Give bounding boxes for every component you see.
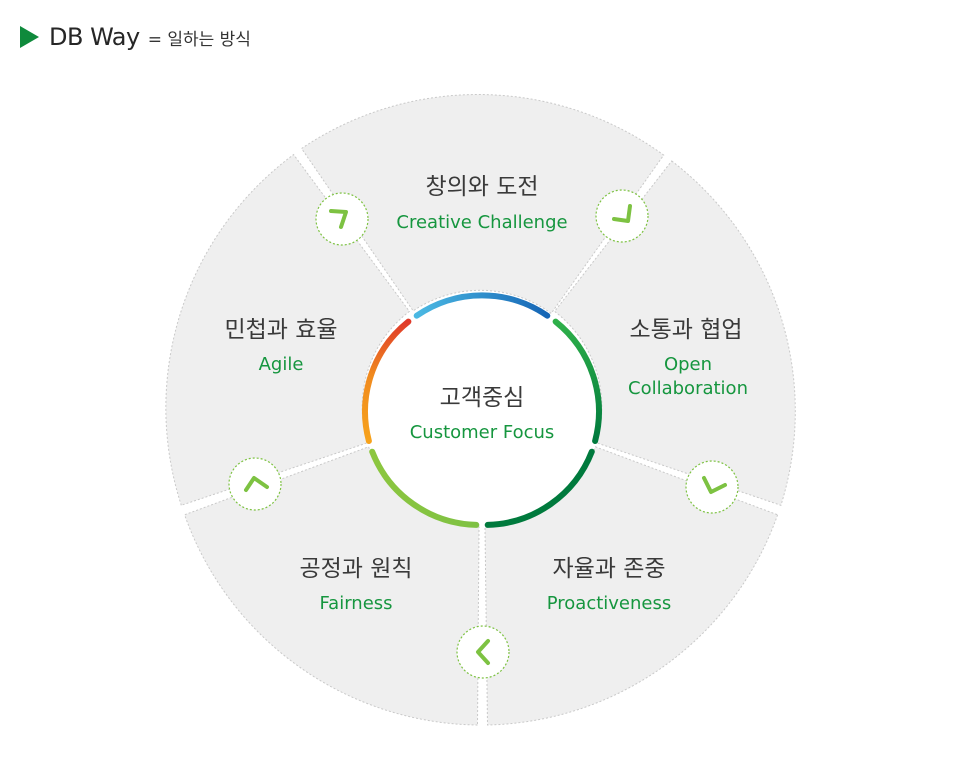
chevron-icon: [456, 625, 510, 679]
segment-fairness: [183, 446, 480, 726]
outer-segments: [165, 94, 796, 726]
center-label-ko: 고객중심: [440, 385, 525, 411]
page-title: DB Way: [49, 23, 140, 51]
agile-en: Agile: [259, 354, 304, 375]
center-ring: [362, 292, 602, 528]
page-subtitle: = 일하는 방식: [147, 29, 251, 50]
fairness-ko: 공정과 원칙: [299, 556, 412, 582]
chevron-badges: [228, 189, 739, 679]
agile-ko: 민첩과 효율: [224, 317, 337, 343]
creative-challenge-ko: 창의와 도전: [425, 174, 538, 200]
chevron-icon: [685, 460, 739, 514]
open-collaboration-ko: 소통과 협업: [629, 317, 742, 343]
page-header: DB Way = 일하는 방식: [20, 20, 251, 54]
fairness-en: Fairness: [319, 593, 392, 614]
creative-challenge-en: Creative Challenge: [396, 212, 567, 233]
chevron-icon: [228, 457, 282, 511]
chevron-icon: [595, 189, 649, 243]
chevron-icon: [315, 192, 369, 246]
play-triangle-icon: [20, 26, 39, 48]
open-collaboration-en-1: Open: [664, 354, 712, 375]
center-circle: [372, 300, 592, 520]
proactiveness-ko: 자율과 존중: [552, 556, 665, 582]
proactiveness-en: Proactiveness: [547, 593, 672, 614]
open-collaboration-en-2: Collaboration: [628, 378, 748, 399]
segment-open-collaboration: [553, 160, 796, 506]
center-label-en: Customer Focus: [410, 422, 555, 443]
segment-creative-challenge: [300, 94, 665, 315]
